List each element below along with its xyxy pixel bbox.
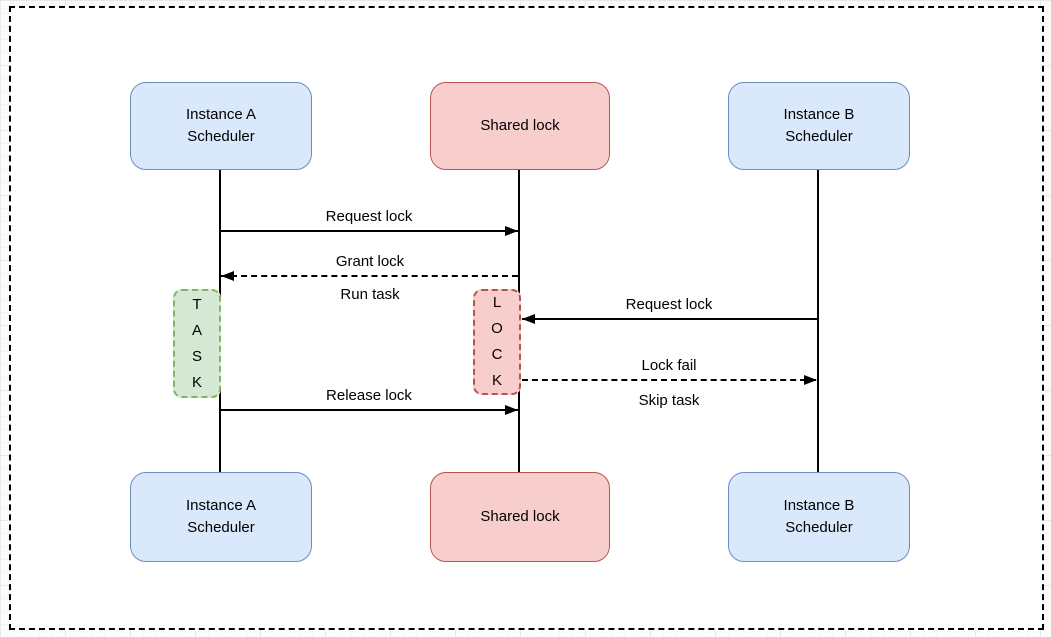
actor-instance-a-top: Instance A Scheduler [130,82,312,170]
arrowhead-right-icon [505,405,518,415]
actor-instance-b-top: Instance B Scheduler [728,82,910,170]
activation-task: T A S K [173,289,221,398]
actor-label: Shared lock [480,117,560,134]
message-line-release-lock [220,409,518,411]
arrowhead-right-icon [505,226,518,236]
arrowhead-left-icon [221,271,234,281]
activation-task-label: T A S K [191,295,202,391]
actor-shared-lock-top: Shared lock [430,82,610,170]
actor-label: Instance B Scheduler [783,106,855,145]
message-label-run-task: Run task [340,286,400,303]
message-line-lock-fail [522,379,816,381]
message-line-request-lock-a [220,230,518,232]
actor-instance-b-bottom: Instance B Scheduler [728,472,910,562]
actor-instance-a-bottom: Instance A Scheduler [130,472,312,562]
arrowhead-right-icon [804,375,817,385]
activation-lock: L O C K [473,289,521,395]
message-label-release-lock: Release lock [326,387,412,404]
message-line-request-lock-b [522,318,818,320]
activation-lock-label: L O C K [491,294,503,389]
actor-label: Instance A Scheduler [185,106,257,145]
message-label-request-lock-b: Request lock [625,296,713,313]
message-label-grant-lock: Grant lock [335,253,405,270]
actor-label: Instance A Scheduler [185,497,257,536]
actor-label: Shared lock [480,508,560,525]
lifeline-instance-b [817,170,819,472]
message-line-grant-lock [221,275,518,277]
message-label-lock-fail: Lock fail [641,357,697,374]
arrowhead-left-icon [522,314,535,324]
actor-shared-lock-bottom: Shared lock [430,472,610,562]
message-label-skip-task: Skip task [638,392,700,409]
actor-label: Instance B Scheduler [783,497,855,536]
message-label-request-lock-a: Request lock [325,208,413,225]
